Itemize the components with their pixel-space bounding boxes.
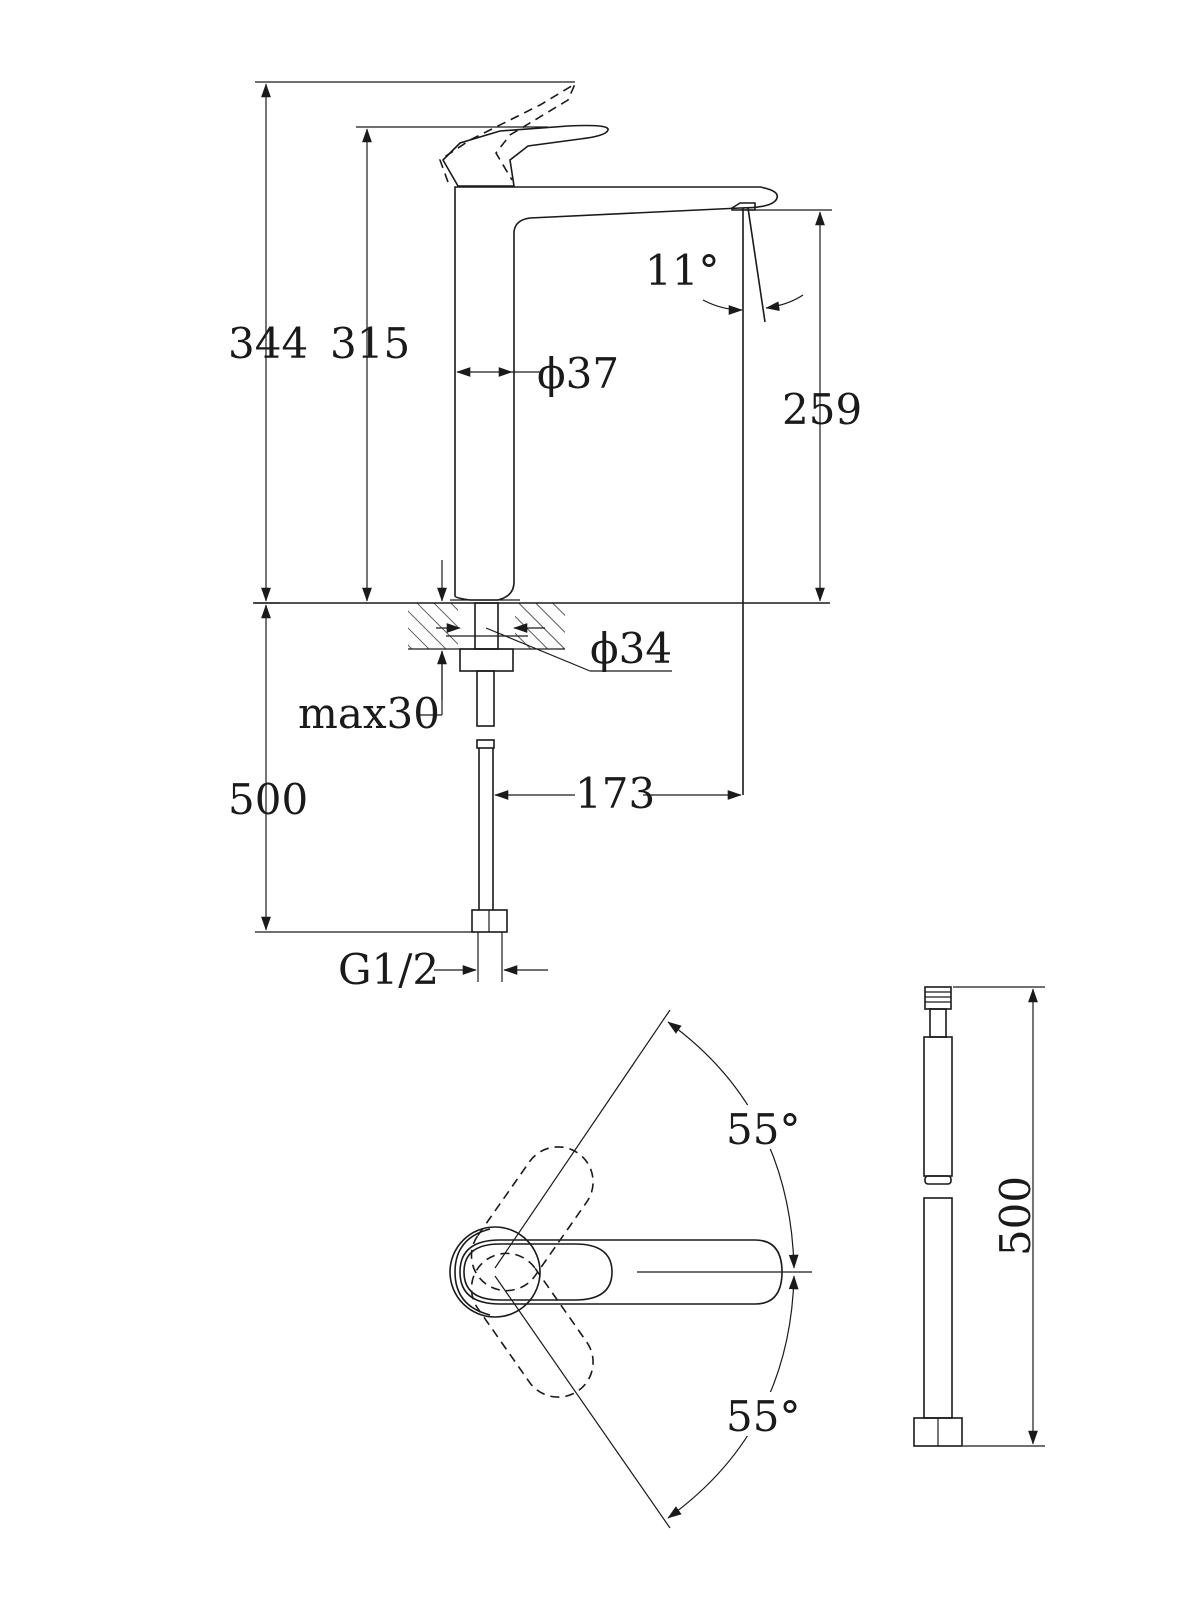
rotation-ray-bottom bbox=[494, 1275, 671, 1529]
mounting-shank bbox=[474, 602, 499, 650]
dim-label-max30: max30 bbox=[298, 689, 440, 738]
handle-solid-outline bbox=[442, 124, 609, 187]
spout-angle-arc bbox=[702, 299, 743, 315]
handle-top-solid bbox=[459, 1239, 783, 1305]
body-circle-outer bbox=[449, 1226, 541, 1318]
angle-label-top: 55° bbox=[726, 1105, 800, 1154]
angle-label-bottom: 55° bbox=[726, 1392, 800, 1441]
hose-view: 500 bbox=[913, 986, 1045, 1447]
deck-section-right bbox=[515, 603, 565, 649]
dim-label-500-hose: 500 bbox=[991, 1176, 1040, 1256]
hose-top-neck bbox=[929, 1008, 947, 1038]
mounting-nut bbox=[459, 648, 514, 672]
top-view: 55° 55° bbox=[449, 1009, 812, 1529]
handle-raised-dashed bbox=[439, 82, 577, 183]
dim-label-173: 173 bbox=[575, 769, 655, 818]
aerator-icon bbox=[731, 202, 756, 211]
spout-angle-label: 11° bbox=[645, 246, 719, 295]
dim-label-d34: ϕ34 bbox=[590, 624, 672, 673]
dim-label-315: 315 bbox=[330, 319, 410, 368]
dim-line-d34-leader bbox=[485, 627, 591, 672]
spout-angle-line bbox=[747, 207, 766, 323]
dim-label-344: 344 bbox=[228, 319, 308, 368]
hose-lower-segment bbox=[923, 1197, 953, 1419]
rotation-ray-top bbox=[494, 1009, 671, 1269]
dim-label-500-side: 500 bbox=[228, 775, 308, 824]
handle-lever-face bbox=[463, 1243, 613, 1301]
hose-top-fitting bbox=[924, 986, 952, 1010]
angle-label-top-bg bbox=[722, 1105, 798, 1149]
body-circle-inner bbox=[454, 1228, 491, 1316]
hose-upper-crimp bbox=[924, 1175, 952, 1185]
handle-dashed-top bbox=[470, 1146, 594, 1292]
dim-label-173-bg bbox=[575, 770, 643, 810]
angle-label-bottom-bg bbox=[722, 1392, 798, 1436]
inlet-stub bbox=[476, 670, 495, 727]
dim-label-g12: G1/2 bbox=[338, 945, 439, 994]
dim-label-d37: ϕ37 bbox=[537, 349, 619, 398]
hose-connector-top bbox=[476, 739, 495, 749]
spout-angle-arc-2 bbox=[765, 294, 804, 312]
dim-label-259: 259 bbox=[782, 385, 862, 434]
side-view: 11° 344 315 259 ϕ37 ϕ34 bbox=[228, 81, 862, 994]
hose-upper-segment bbox=[923, 1036, 953, 1177]
deck-section-left bbox=[408, 603, 458, 649]
handle-dashed-bottom bbox=[470, 1252, 594, 1398]
